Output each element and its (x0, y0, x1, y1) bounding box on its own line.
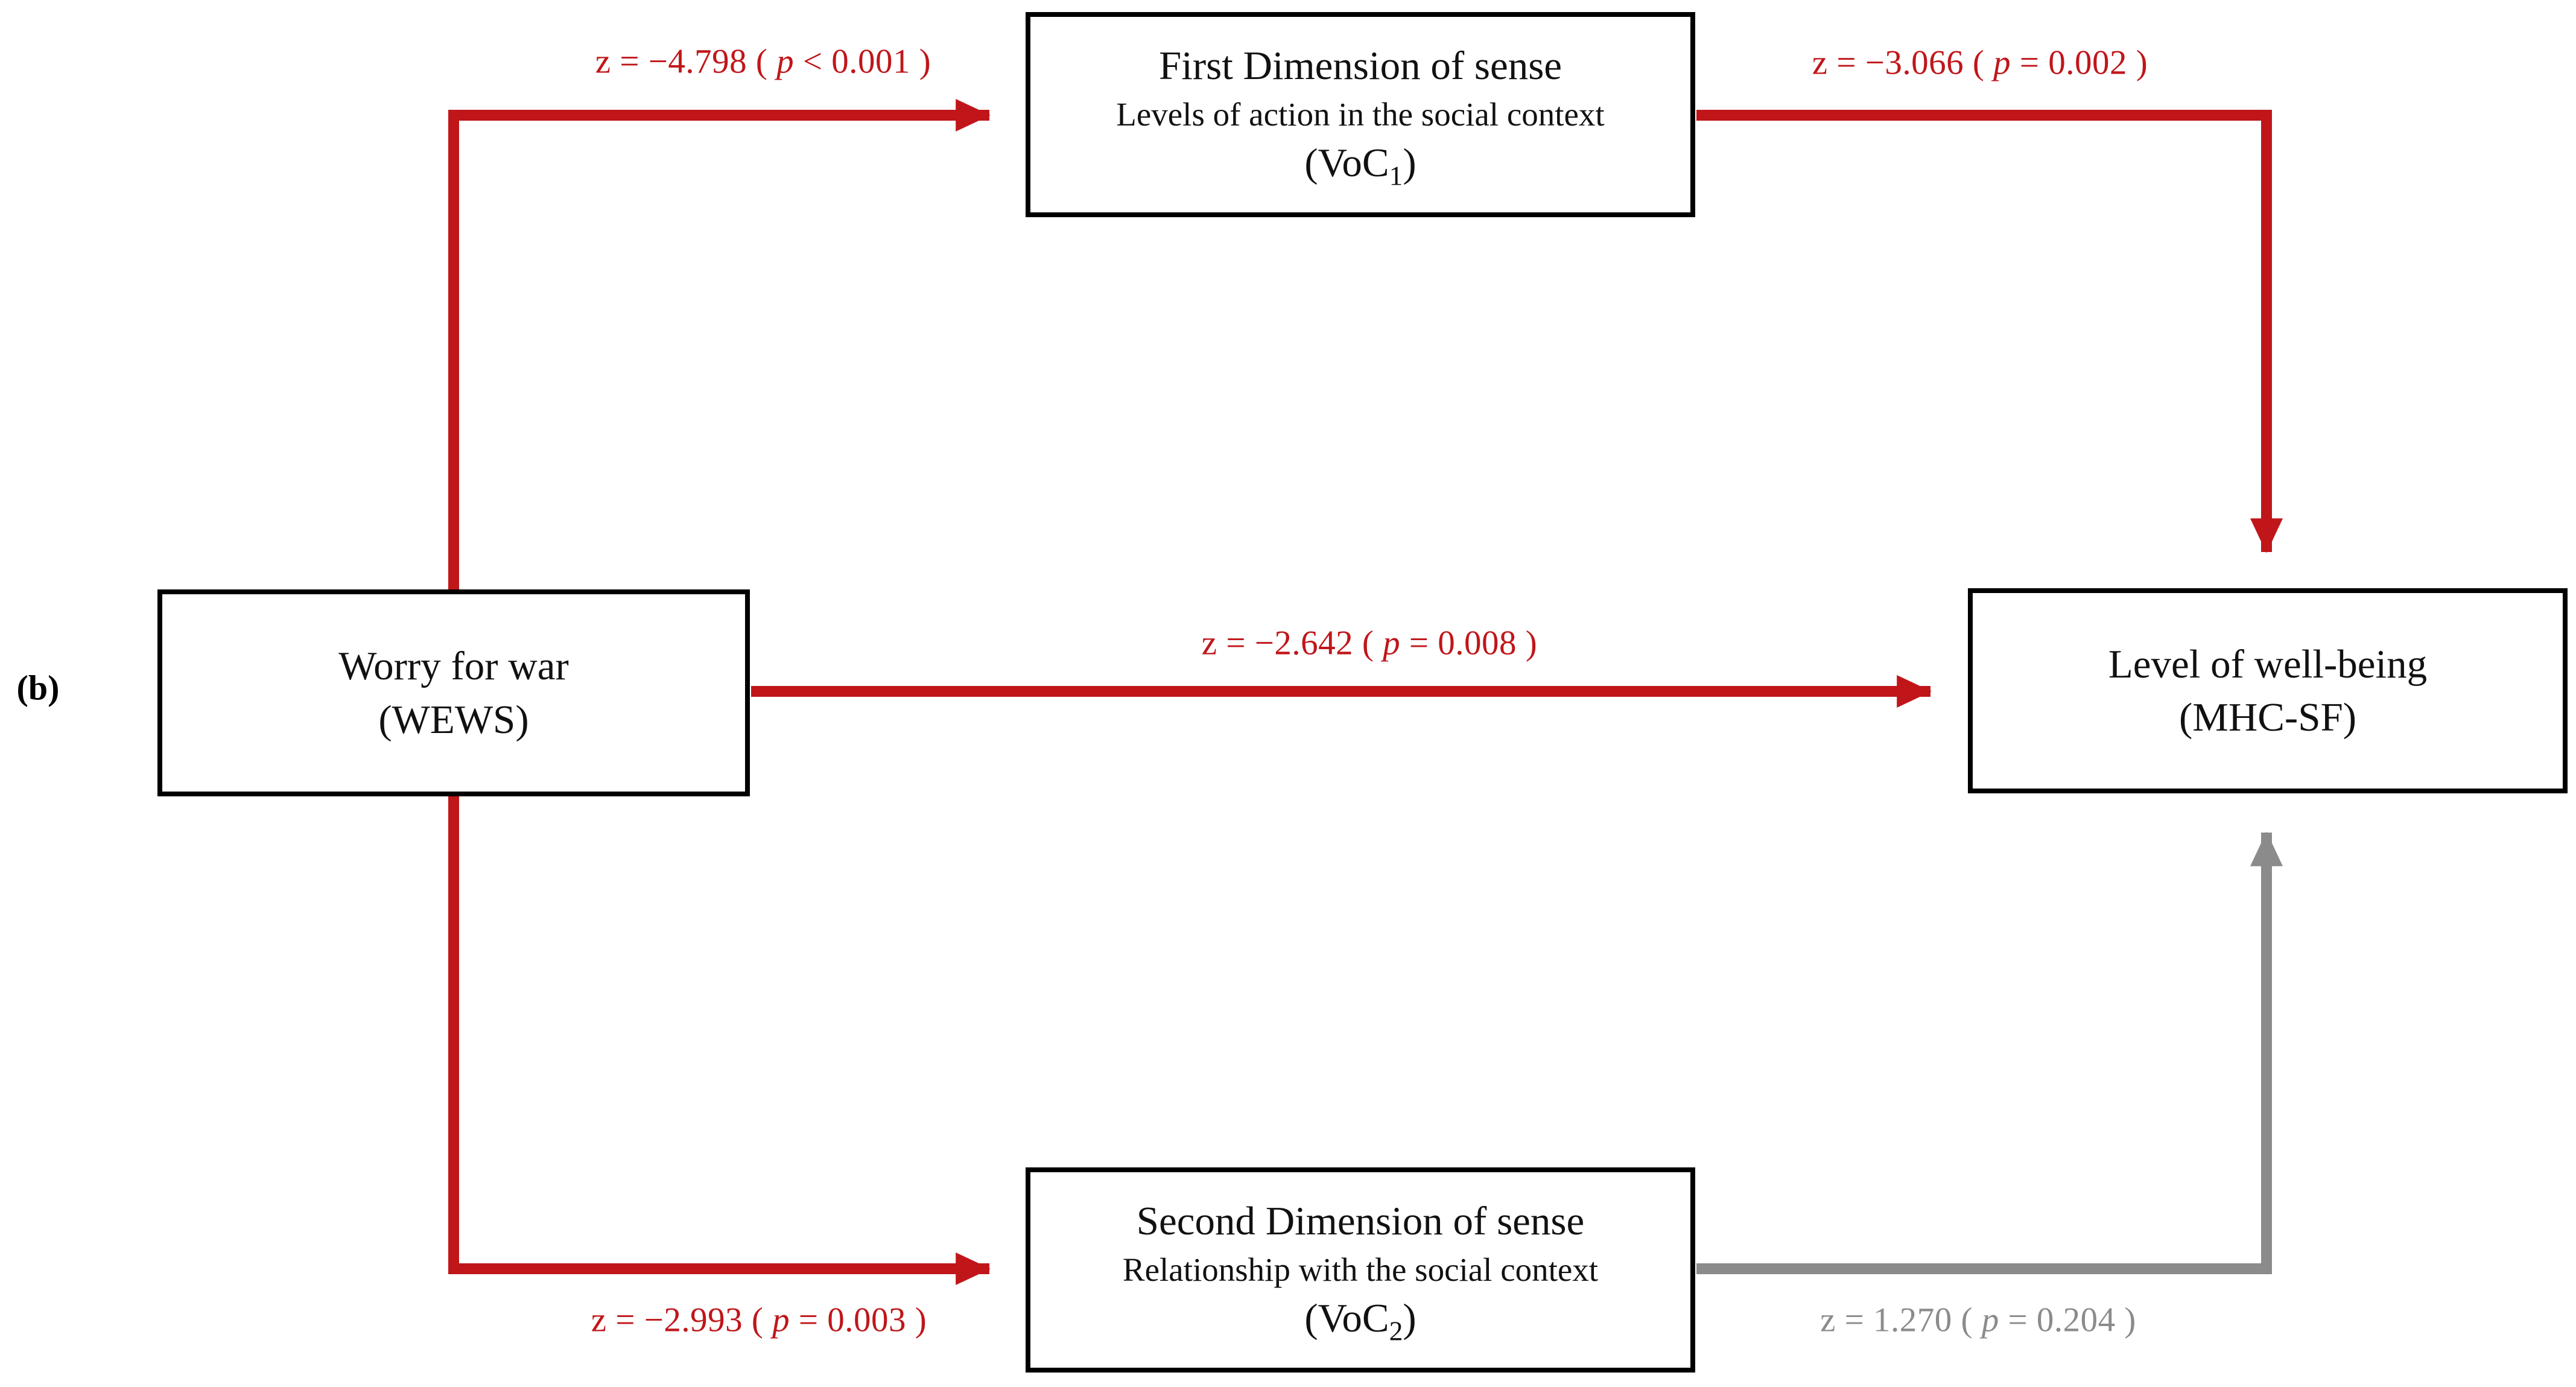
p-symbol: p (1383, 624, 1401, 662)
p-symbol: p (1981, 1301, 1999, 1339)
mediator2-title: Second Dimension of sense (1136, 1199, 1585, 1244)
p-symbol: p (776, 42, 795, 81)
panel-label: (b) (16, 668, 60, 708)
mediator2-subtitle: Relationship with the social context (1122, 1251, 1599, 1288)
node-mediator1: First Dimension of sense Levels of actio… (1026, 12, 1695, 217)
predictor-acronym: (WEWS) (378, 697, 529, 742)
node-outcome: Level of well-being (MHC-SF) (1968, 588, 2568, 793)
stat-label-predictor-to-outcome: z = −2.642 ( p = 0.008 ) (1201, 624, 1538, 662)
arrow-mediator2-to-outcome (1696, 831, 2283, 1274)
p-symbol: p (772, 1301, 790, 1339)
predictor-title: Worry for war (338, 644, 569, 689)
mediator1-title: First Dimension of sense (1158, 43, 1562, 89)
arrow-predictor-to-mediator1 (448, 99, 991, 592)
node-mediator2: Second Dimension of sense Relationship w… (1026, 1167, 1695, 1373)
p-symbol: p (1993, 43, 2011, 82)
node-predictor: Worry for war (WEWS) (157, 589, 750, 796)
arrow-mediator1-to-outcome (1696, 110, 2283, 553)
stat-label-mediator2-to-outcome: z = 1.270 ( p = 0.204 ) (1820, 1301, 2136, 1339)
outcome-acronym: (MHC-SF) (2178, 695, 2357, 740)
stat-label-predictor-to-mediator2: z = −2.993 ( p = 0.003 ) (591, 1301, 927, 1339)
outcome-title: Level of well-being (2108, 641, 2428, 687)
mediator1-subtitle: Levels of action in the social context (1116, 95, 1605, 133)
mediator1-acronym: (VoC1) (1304, 141, 1416, 191)
stat-label-predictor-to-mediator1: z = −4.798 ( p < 0.001 ) (595, 42, 931, 81)
stat-label-mediator1-to-outcome: z = −3.066 ( p = 0.002 ) (1812, 43, 2148, 82)
arrow-predictor-to-mediator2 (448, 793, 991, 1285)
mediator2-acronym: (VoC2) (1304, 1296, 1416, 1347)
